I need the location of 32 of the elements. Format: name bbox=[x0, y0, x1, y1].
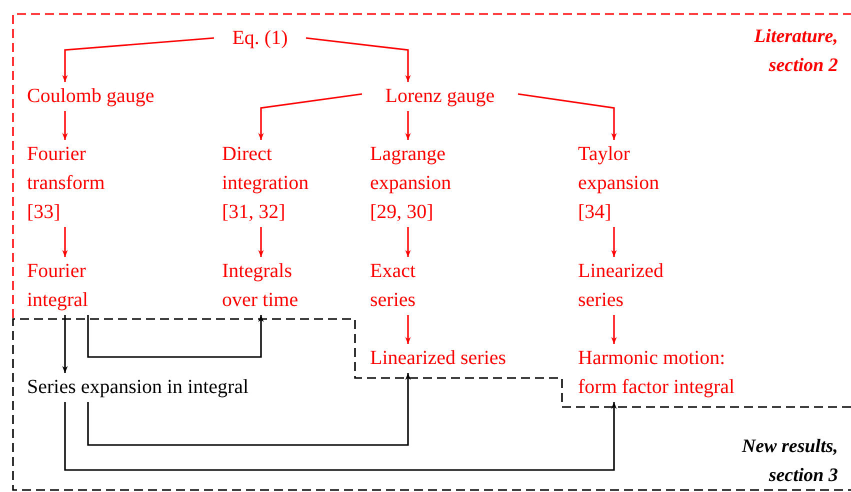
arrow bbox=[258, 93, 362, 140]
step-text: Eq. (1) bbox=[214, 24, 306, 53]
arrow bbox=[64, 402, 617, 471]
arrow bbox=[258, 227, 264, 257]
arrow bbox=[518, 93, 617, 140]
arrow bbox=[62, 111, 68, 140]
step-text: Integrals over time bbox=[222, 257, 332, 315]
step-text: Harmonic motion: form factor integral bbox=[578, 344, 756, 402]
step-text: Series expansion in integral bbox=[27, 373, 327, 402]
arrow bbox=[87, 373, 411, 446]
arrow bbox=[611, 315, 617, 344]
arrow bbox=[405, 315, 411, 344]
arrow bbox=[405, 227, 411, 257]
step-text: Coulomb gauge bbox=[27, 82, 197, 111]
step-text: Direct integration [31, 32] bbox=[222, 140, 337, 227]
step-text: Lagrange expansion [29, 30] bbox=[370, 140, 480, 227]
arrow bbox=[62, 227, 68, 257]
step-text: Fourier transform [33] bbox=[27, 140, 127, 227]
step-text: Lorenz gauge bbox=[362, 82, 518, 111]
arrow bbox=[306, 37, 411, 82]
arrow bbox=[405, 111, 411, 140]
step-text: Linearized series bbox=[370, 344, 550, 373]
step-text: Taylor expansion [34] bbox=[578, 140, 688, 227]
step-text: Linearized series bbox=[578, 257, 678, 315]
section-heading: New results, section 3 bbox=[740, 435, 838, 488]
arrow bbox=[62, 315, 68, 373]
arrow bbox=[62, 37, 214, 82]
arrow bbox=[611, 227, 617, 257]
step-text: Exact series bbox=[370, 257, 450, 315]
step-text: Fourier integral bbox=[27, 257, 127, 315]
section-heading: Literature, section 2 bbox=[753, 25, 838, 78]
arrow bbox=[87, 315, 264, 358]
